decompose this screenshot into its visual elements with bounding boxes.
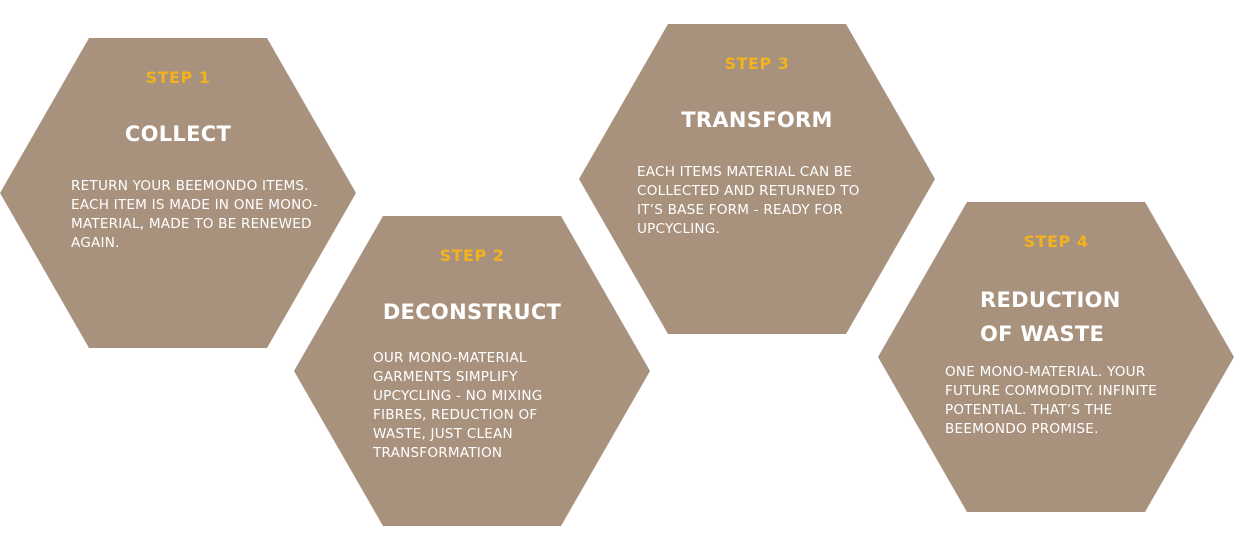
step-4-title-line-2: OF WASTE [980, 322, 1105, 346]
step-3-title: TRANSFORM [681, 108, 833, 132]
step-2-hexagon: STEP 2 DECONSTRUCT OUR MONO-MATERIAL GAR… [294, 216, 650, 526]
step-4-hexagon: STEP 4 REDUCTION OF WASTE ONE MONO-MATER… [878, 202, 1234, 512]
step-4-label: STEP 4 [1023, 232, 1089, 251]
step-1-hexagon: STEP 1 COLLECT RETURN YOUR BEEMONDO ITEM… [0, 38, 356, 348]
step-4-description: ONE MONO-MATERIAL. YOUR FUTURE COMMODITY… [945, 364, 1157, 437]
step-2-title: DECONSTRUCT [382, 300, 562, 324]
step-4-title-line-1: REDUCTION [980, 288, 1121, 312]
step-2-description: OUR MONO-MATERIAL GARMENTS SIMPLIFY UPCY… [373, 350, 543, 461]
step-1-label: STEP 1 [145, 68, 211, 87]
step-3-hexagon: STEP 3 TRANSFORM EACH ITEMS MATERIAL CAN… [579, 24, 935, 334]
step-3-description: EACH ITEMS MATERIAL CAN BE COLLECTED AND… [637, 164, 860, 237]
step-1-title: COLLECT [124, 122, 232, 146]
step-3-label: STEP 3 [724, 54, 790, 73]
step-1-description: RETURN YOUR BEEMONDO ITEMS. EACH ITEM IS… [71, 178, 318, 251]
step-2-label: STEP 2 [439, 246, 505, 265]
step-4-title: REDUCTION OF WASTE [980, 283, 1121, 351]
